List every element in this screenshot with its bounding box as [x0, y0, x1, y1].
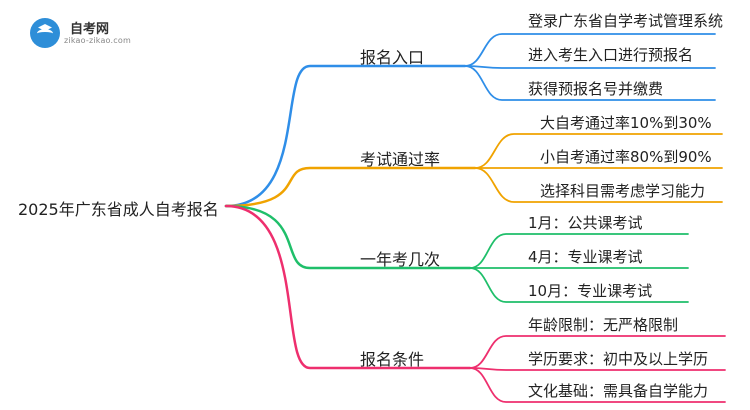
branch-requirements: 报名条件 [360, 350, 425, 369]
leaf-login-system: 登录广东省自学考试管理系统 [528, 12, 724, 30]
leaf-pre-registration: 进入考生入口进行预报名 [528, 46, 694, 64]
leaf-connector-exam-frequency-3 [469, 267, 689, 303]
logo-title: 自考网 [70, 22, 110, 37]
connector-exam-frequency [224, 204, 472, 270]
leaf-subject-choice: 选择科目需考虑学习能力 [540, 182, 706, 200]
connector-requirements [224, 204, 472, 370]
leaf-connector-requirements-1 [469, 335, 726, 369]
leaf-connector-registration-entry-2 [464, 65, 716, 69]
leaf-get-number-pay: 获得预报名号并缴费 [528, 80, 664, 98]
connector-pass-rate [224, 166, 477, 208]
connector-registration-entry [224, 64, 467, 208]
leaf-small-self-study-rate: 小自考通过率80%到90% [540, 148, 712, 166]
leaf-connector-registration-entry-1 [464, 33, 716, 67]
leaf-connector-registration-entry-3 [464, 65, 716, 101]
leaf-age-limit: 年龄限制：无严格限制 [528, 316, 679, 334]
leaf-connector-pass-rate-1 [474, 133, 723, 169]
leaf-connector-requirements-3 [469, 367, 726, 403]
leaf-education-requirement: 学历要求：初中及以上学历 [528, 350, 709, 368]
branch-registration-entry: 报名入口 [360, 48, 425, 67]
leaf-connector-pass-rate-3 [474, 167, 723, 203]
leaf-connector-exam-frequency-1 [469, 233, 689, 269]
branch-exam-frequency: 一年考几次 [360, 250, 441, 269]
logo-url: zikao-zikao.com [64, 36, 131, 45]
branch-pass-rate: 考试通过率 [360, 150, 441, 169]
leaf-january-exam: 1月：公共课考试 [528, 214, 643, 232]
leaf-self-study-ability: 文化基础：需具备自学能力 [528, 382, 709, 400]
leaf-april-exam: 4月：专业课考试 [528, 248, 643, 266]
leaf-october-exam: 10月：专业课考试 [528, 282, 653, 300]
mindmap-root: 2025年广东省成人自考报名 [18, 200, 219, 219]
site-logo[interactable]: 自考网 zikao-zikao.com [30, 16, 180, 50]
leaf-big-self-study-rate: 大自考通过率10%到30% [540, 114, 712, 132]
graduation-cap-icon [30, 18, 60, 48]
